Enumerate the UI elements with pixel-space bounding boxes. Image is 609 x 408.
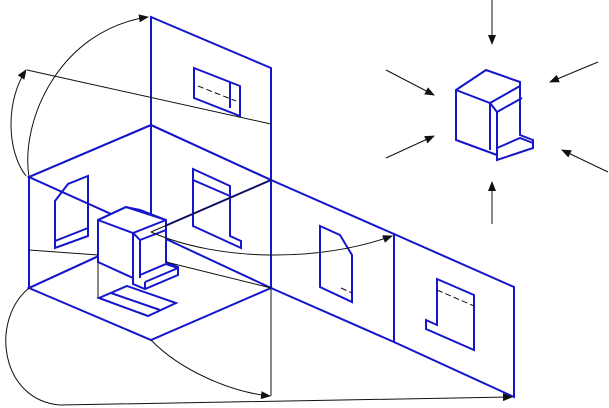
arrow-from-left-bottom bbox=[385, 135, 435, 159]
unfolded-far-plane bbox=[393, 232, 515, 399]
reference-3d-object bbox=[455, 68, 534, 162]
fold-arc-floor bbox=[150, 339, 271, 400]
fold-arc-side bbox=[150, 231, 393, 256]
arrow-from-right-top bbox=[549, 61, 599, 83]
projected-views bbox=[54, 66, 475, 352]
bottom-view-on-floor bbox=[96, 284, 179, 318]
upper-vertical-plane bbox=[150, 15, 272, 182]
fold-arc-left bbox=[10, 69, 27, 177]
unfolded-side-view bbox=[319, 224, 353, 304]
central-3d-object bbox=[97, 205, 179, 291]
fold-arc-bottom bbox=[5, 287, 513, 406]
view-direction-arrows bbox=[385, 0, 609, 224]
unfolded-rear-view bbox=[425, 277, 475, 352]
top-view-projection bbox=[193, 66, 241, 118]
front-view-on-back-wall bbox=[192, 167, 242, 250]
left-side-view bbox=[54, 174, 89, 250]
arrow-from-right-bottom bbox=[561, 149, 609, 173]
arrow-from-left-top bbox=[385, 69, 435, 96]
unfolded-side-plane bbox=[270, 178, 395, 344]
fold-arc-upper bbox=[27, 14, 149, 178]
construction-lines bbox=[5, 14, 513, 406]
